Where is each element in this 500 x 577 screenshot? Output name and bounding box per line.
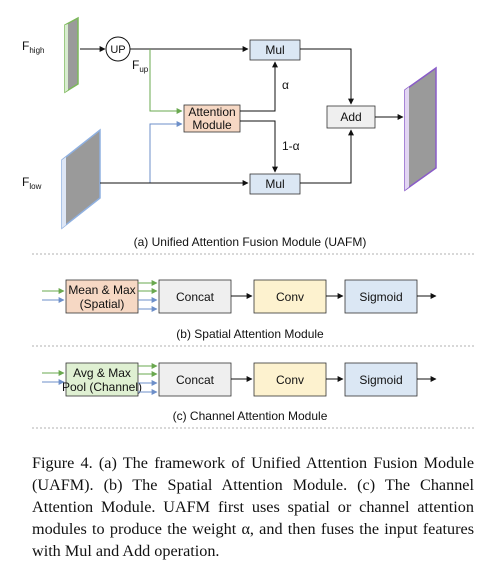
f-low-feature-edge <box>62 157 66 228</box>
uafm-subcaption: (a) Unified Attention Fusion Module (UAF… <box>134 235 367 249</box>
spatial-subcaption: (b) Spatial Attention Module <box>176 327 324 341</box>
channel-concat-label: Concat <box>176 373 215 387</box>
channel-stats-label-line2: Pool (Channel) <box>62 380 142 394</box>
output-feature-map <box>404 66 437 192</box>
spatial-conv-box <box>253 279 327 314</box>
channel-concat-box <box>158 362 232 397</box>
channel-conv-box <box>253 362 327 397</box>
spatial-stats-label-line1: Mean & Max <box>68 283 135 297</box>
alpha-label: α <box>282 78 289 92</box>
one-minus-alpha-label: 1-α <box>282 139 300 153</box>
spatial-attention-panel: Mean & Max (Spatial) Concat Conv Sigmoid… <box>32 279 474 347</box>
spatial-stats-label-line2: (Spatial) <box>80 297 125 311</box>
attention-module-box <box>183 104 241 133</box>
mul-bottom-box <box>249 173 301 195</box>
mul-bottom-label: Mul <box>265 177 284 191</box>
f-low-feature-map <box>61 128 101 230</box>
mul-top-label: Mul <box>265 43 284 57</box>
output-feature-edge <box>405 87 409 190</box>
f-high-feature-edge <box>65 24 68 92</box>
channel-subcaption: (c) Channel Attention Module <box>173 409 328 423</box>
spatial-conv-label: Conv <box>276 290 304 304</box>
f-high-label: Fhigh <box>22 39 44 55</box>
channel-sigmoid-label: Sigmoid <box>359 373 402 387</box>
spatial-sigmoid-box <box>344 279 418 314</box>
channel-stats-label-line1: Avg & Max <box>73 366 131 380</box>
add-label: Add <box>340 110 361 124</box>
f-low-label: Flow <box>22 175 42 191</box>
channel-attention-panel: Avg & Max Pool (Channel) Concat Conv Sig… <box>32 362 474 429</box>
attention-module-label-line2: Module <box>192 118 232 132</box>
uafm-panel: Fhigh Flow UP Fup Mul Attention Module <box>22 16 474 255</box>
mul-top-box <box>249 39 301 61</box>
figure-caption: Figure 4. (a) The framework of Unified A… <box>32 454 474 560</box>
channel-conv-label: Conv <box>276 373 304 387</box>
channel-sigmoid-box <box>344 362 418 397</box>
up-label: UP <box>110 44 125 56</box>
uafm-figure: Fhigh Flow UP Fup Mul Attention Module <box>22 16 474 429</box>
spatial-stats-box <box>65 279 139 314</box>
spatial-sigmoid-label: Sigmoid <box>359 290 402 304</box>
channel-stats-box <box>65 362 139 397</box>
attention-module-label-line1: Attention <box>188 105 235 119</box>
spatial-concat-label: Concat <box>176 290 215 304</box>
f-up-label: Fup <box>132 58 149 74</box>
